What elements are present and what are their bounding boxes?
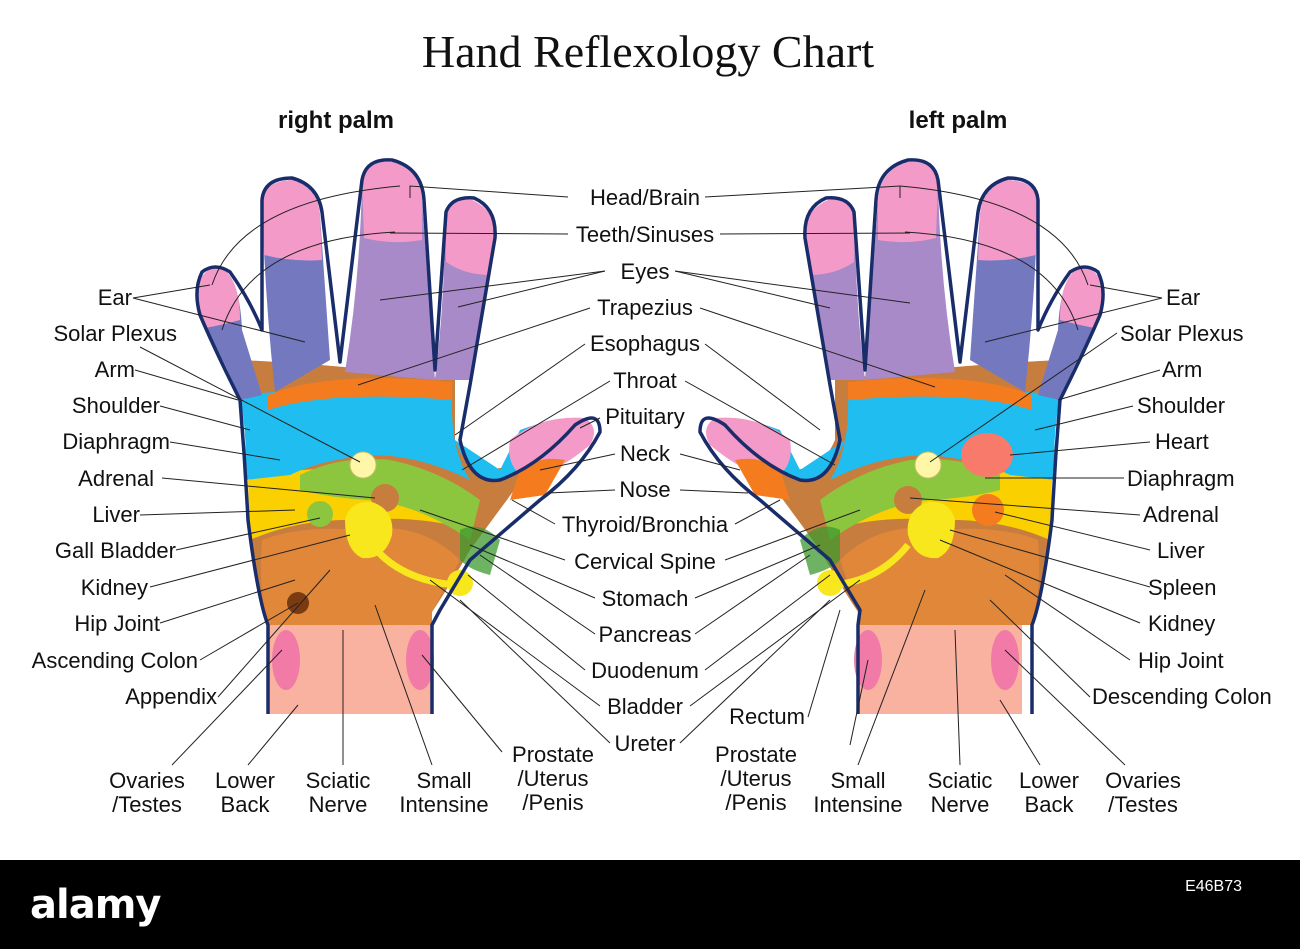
label-rectum: Rectum (729, 704, 805, 729)
label-duodenum: Duodenum (591, 658, 699, 683)
label-diaphragm: Diaphragm (1127, 466, 1235, 491)
label-eyes: Eyes (621, 259, 670, 284)
label-esophagus: Esophagus (590, 331, 700, 356)
label-spleen: Spleen (1148, 575, 1217, 600)
label-descending-colon: Descending Colon (1092, 684, 1272, 709)
label-kidney: Kidney (81, 575, 148, 600)
label-prostate-uterus-penis: Prostate/Uterus/Penis (715, 742, 797, 815)
label-ureter: Ureter (614, 731, 675, 756)
label-bladder: Bladder (607, 694, 683, 719)
label-ear: Ear (98, 285, 132, 310)
label-appendix: Appendix (125, 684, 217, 709)
label-liver: Liver (1157, 538, 1205, 563)
label-ovaries-testes: Ovaries/Testes (109, 768, 185, 817)
label-solar-plexus: Solar Plexus (1120, 321, 1244, 346)
label-liver: Liver (92, 502, 140, 527)
image-id: E46B73 (1185, 878, 1242, 895)
label-pituitary: Pituitary (605, 404, 684, 429)
label-teeth-sinuses: Teeth/Sinuses (576, 222, 714, 247)
label-diaphragm: Diaphragm (62, 429, 170, 454)
left-palm-side-labels: Ear Solar Plexus Arm Shoulder Heart Diap… (1092, 285, 1272, 709)
right-palm-heading: right palm (278, 107, 394, 134)
label-kidney: Kidney (1148, 611, 1215, 636)
label-arm: Arm (95, 357, 135, 382)
label-head-brain: Head/Brain (590, 185, 700, 210)
label-nose: Nose (619, 477, 670, 502)
right-palm-illustration (195, 158, 602, 714)
label-heart: Heart (1155, 429, 1209, 454)
chart-title: Hand Reflexology Chart (422, 26, 874, 77)
label-ear: Ear (1166, 285, 1200, 310)
label-gall-bladder: Gall Bladder (55, 538, 176, 563)
label-ovaries-testes: Ovaries/Testes (1105, 768, 1181, 817)
label-adrenal: Adrenal (1143, 502, 1219, 527)
label-cervical-spine: Cervical Spine (574, 549, 716, 574)
label-stomach: Stomach (602, 586, 689, 611)
watermark-logo: alamy (30, 882, 161, 928)
label-prostate-uterus-penis: Prostate/Uterus/Penis (512, 742, 594, 815)
label-solar-plexus: Solar Plexus (53, 321, 177, 346)
left-palm-illustration (698, 158, 1105, 714)
label-throat: Throat (613, 368, 677, 393)
left-palm-heading: left palm (909, 107, 1008, 134)
label-arm: Arm (1162, 357, 1202, 382)
label-shoulder: Shoulder (1137, 393, 1225, 418)
label-neck: Neck (620, 441, 671, 466)
label-shoulder: Shoulder (72, 393, 160, 418)
watermark-footer: alamy E46B73 (0, 860, 1300, 949)
label-hip-joint: Hip Joint (1138, 648, 1224, 673)
right-palm-side-labels: Ear Solar Plexus Arm Shoulder Diaphragm … (32, 285, 217, 709)
center-labels: Head/Brain Teeth/Sinuses Eyes Trapezius … (562, 185, 729, 756)
label-hip-joint: Hip Joint (74, 611, 160, 636)
label-adrenal: Adrenal (78, 466, 154, 491)
leader-lines (132, 185, 1163, 766)
reflexology-diagram: Hand Reflexology Chart right palm left p… (32, 26, 1272, 817)
label-ascending-colon: Ascending Colon (32, 648, 198, 673)
label-pancreas: Pancreas (599, 622, 692, 647)
label-trapezius: Trapezius (597, 295, 693, 320)
label-thyroid-bronchia: Thyroid/Bronchia (562, 512, 729, 537)
